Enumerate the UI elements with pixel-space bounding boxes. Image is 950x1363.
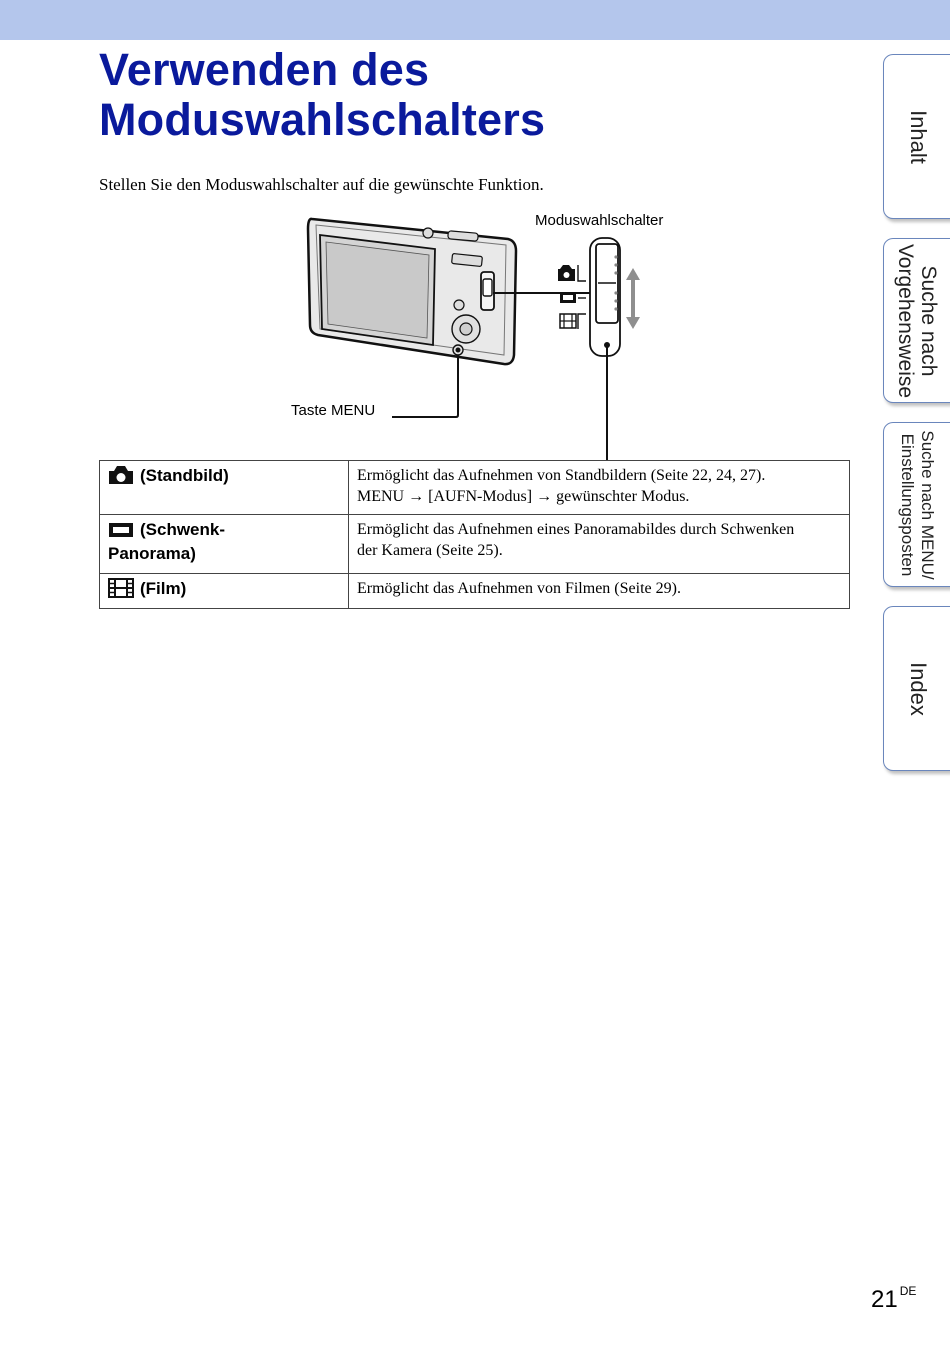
tab-label-line: Suche nach MENU/ xyxy=(918,429,937,580)
film-icon xyxy=(559,313,577,329)
mode-name: (Schwenk- xyxy=(140,520,226,539)
tab-contents[interactable]: Inhalt xyxy=(883,54,950,219)
description-cell: Ermöglicht das Aufnehmen von Filmen (Sei… xyxy=(348,573,850,609)
header-band xyxy=(0,0,950,40)
page-language: DE xyxy=(899,1284,917,1298)
panorama-icon xyxy=(560,292,576,303)
intro-text: Stellen Sie den Moduswahlschalter auf di… xyxy=(99,175,544,194)
camera-icon xyxy=(109,466,133,484)
tab-contents-label: Inhalt xyxy=(906,109,931,164)
mode-name: (Standbild) xyxy=(140,466,229,485)
description-line: der Kamera (Seite 25). xyxy=(357,542,503,559)
camera-illustration xyxy=(306,217,640,460)
description-line: Ermöglicht das Aufnehmen eines Panoramab… xyxy=(357,521,795,538)
mode-cell: (Film) xyxy=(99,573,349,609)
tab-index[interactable]: Index xyxy=(883,606,950,771)
page-number-value: 21 xyxy=(871,1286,898,1313)
description-line: Ermöglicht das Aufnehmen von Standbilder… xyxy=(357,467,766,484)
camera-figure: Moduswahlschalter Taste MENU xyxy=(280,205,700,465)
tab-label-line: Vorgehensweise xyxy=(894,243,917,398)
description-line: Ermöglicht das Aufnehmen von Filmen (Sei… xyxy=(357,580,681,597)
description-cell: Ermöglicht das Aufnehmen von Standbilder… xyxy=(348,460,850,515)
mode-cell: (Standbild) xyxy=(99,460,349,515)
mode-name: Panorama) xyxy=(108,544,196,563)
mode-table: (Standbild) Ermöglicht das Aufnehmen von… xyxy=(99,460,850,609)
tab-search-menu-label: Suche nach MENU/ Einstellungsposten xyxy=(897,430,937,579)
page-title-line-1: Verwenden des xyxy=(99,44,430,95)
mode-switch-label: Moduswahlschalter xyxy=(535,212,664,229)
mode-name: (Film) xyxy=(140,579,187,598)
page-title: Verwenden des Moduswahlschalters xyxy=(99,45,545,145)
tab-search-menu[interactable]: Suche nach MENU/ Einstellungsposten xyxy=(883,422,950,587)
tab-search-operation[interactable]: Suche nach Vorgehensweise xyxy=(883,238,950,403)
tab-index-label: Index xyxy=(906,661,931,716)
menu-button-label: Taste MENU xyxy=(291,402,376,419)
page-title-line-2: Moduswahlschalters xyxy=(99,94,546,145)
table-row: (Schwenk- Panorama) Ermöglicht das Aufne… xyxy=(99,514,850,574)
description-cell: Ermöglicht das Aufnehmen eines Panoramab… xyxy=(348,514,850,574)
table-row: (Film) Ermöglicht das Aufnehmen von Film… xyxy=(99,573,850,609)
tab-label-line: Einstellungsposten xyxy=(898,433,917,576)
camera-icon xyxy=(558,265,575,281)
panorama-icon xyxy=(109,523,133,537)
mode-cell: (Schwenk- Panorama) xyxy=(99,514,349,574)
table-row: (Standbild) Ermöglicht das Aufnehmen von… xyxy=(99,460,850,515)
description-line: MENU → [AUFN-Modus] → gewünschter Modus. xyxy=(357,488,690,505)
tab-label-line: Suche nach xyxy=(917,265,940,376)
tab-search-operation-label: Suche nach Vorgehensweise xyxy=(894,243,940,397)
film-icon xyxy=(108,578,134,598)
